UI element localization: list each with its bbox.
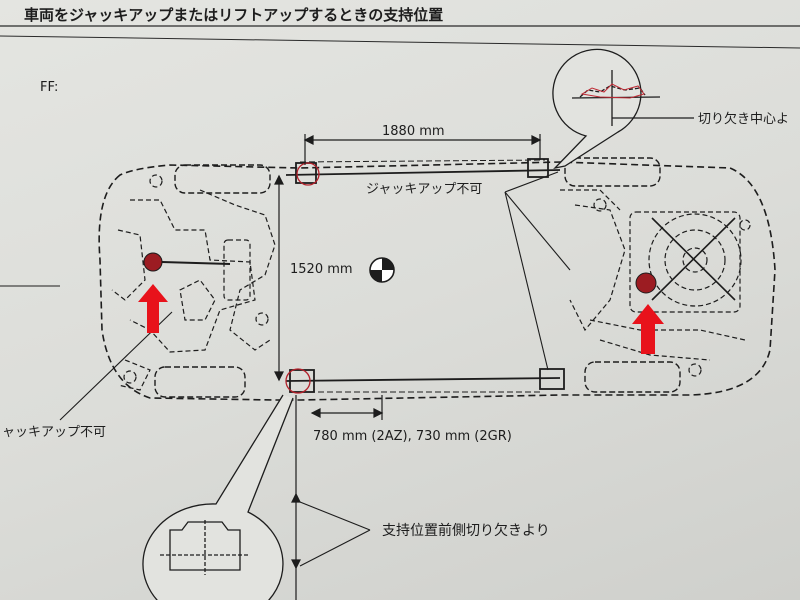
right-rocker-rail — [285, 377, 561, 382]
front-subframe — [111, 174, 276, 391]
support-position-label: 支持位置前側切り欠きより — [382, 523, 550, 539]
rear-offset-dimension — [291, 395, 384, 600]
rear-suspension — [560, 189, 751, 377]
rear-left-wheel-well — [564, 157, 661, 187]
front-left-wheel-well — [174, 164, 271, 194]
notch-detail-callout-top — [552, 48, 694, 170]
rear-lift-point-marker — [635, 272, 657, 294]
page-title: 車両をジャッキアップまたはリフトアップするときの支持位置 — [24, 6, 444, 24]
rear-right-wheel-well — [584, 361, 681, 393]
front-lift-arm — [161, 261, 231, 265]
page-frame-line — [0, 35, 800, 49]
variant-label: FF: — [40, 80, 59, 95]
track-dimension — [274, 174, 284, 382]
front-red-arrow — [138, 284, 168, 333]
red-circle-front-right — [285, 368, 311, 394]
jack-point-rear-left — [527, 158, 549, 178]
wheelbase-dimension — [303, 134, 542, 165]
support-leaders — [299, 501, 371, 567]
no-jack-label-top: ジャッキアップ不可 — [366, 182, 483, 197]
wheelbase-ref-line — [299, 159, 546, 163]
jack-point-rear-right — [539, 368, 565, 390]
front-lift-point-marker — [143, 252, 163, 272]
rear-offset-label: 780 mm (2AZ), 730 mm (2GR) — [313, 429, 512, 444]
no-jack-leaders — [0, 171, 571, 421]
rear-red-arrow — [632, 304, 664, 354]
no-jack-label-left: ャッキアップ不可 — [2, 425, 107, 440]
notch-center-label: 切り欠き中心よ — [698, 112, 790, 127]
red-notch-sketch — [580, 83, 645, 99]
spare-tire-cross — [651, 217, 736, 301]
wheelbase-label: 1880 mm — [382, 124, 445, 139]
track-label: 1520 mm — [290, 262, 353, 277]
vehicle-outline — [98, 161, 776, 401]
notch-detail-callout-bottom — [142, 394, 294, 600]
red-circle-front-left — [296, 162, 320, 186]
left-rocker-rail — [285, 169, 561, 176]
center-of-gravity-symbol — [369, 257, 395, 283]
front-right-wheel-well — [154, 366, 246, 398]
